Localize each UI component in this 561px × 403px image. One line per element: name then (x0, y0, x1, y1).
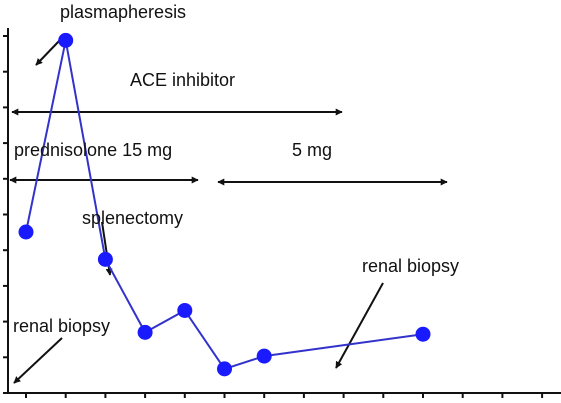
annotation-splenectomy: splenectomy (82, 208, 183, 228)
data-point (256, 348, 272, 364)
data-point (137, 324, 153, 340)
annotation-labels: plasmapheresis ACE inhibitor prednisolon… (13, 2, 459, 336)
plasmapheresis-arrow (35, 39, 61, 66)
y-axis-ticks (3, 35, 8, 394)
data-point (217, 361, 232, 377)
annotation-plasmapheresis: plasmapheresis (60, 2, 186, 22)
annotation-ace-inhibitor: ACE inhibitor (130, 70, 235, 90)
data-point (97, 251, 113, 267)
data-point (415, 326, 431, 342)
renal-biopsy-left-arrow (13, 337, 63, 384)
series-layer (18, 32, 431, 377)
renal-biopsy-right-arrow (335, 282, 384, 369)
annotation-5mg: 5 mg (292, 140, 332, 160)
annotation-renal-biopsy-right: renal biopsy (362, 256, 459, 276)
data-point (177, 302, 193, 318)
annotation-prednisolone-15mg: prednisolone 15 mg (14, 140, 172, 160)
data-point (58, 32, 74, 48)
axes (3, 28, 561, 398)
data-point (18, 224, 34, 240)
annotation-arrows (9, 39, 448, 384)
annotation-renal-biopsy-left: renal biopsy (13, 316, 110, 336)
x-axis-ticks (25, 393, 544, 398)
